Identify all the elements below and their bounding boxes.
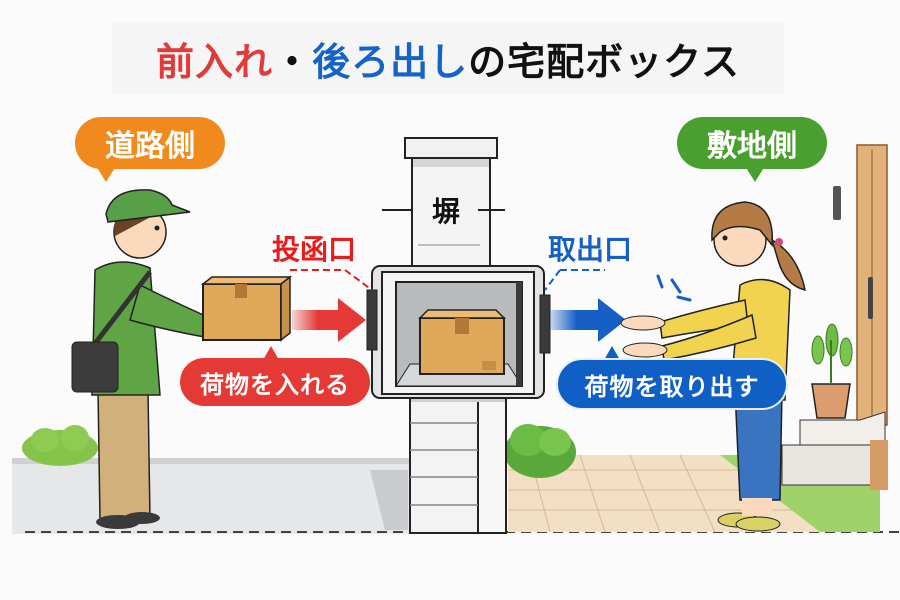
bush-center bbox=[504, 424, 576, 478]
bush-left bbox=[22, 425, 98, 466]
road-side-label: 道路側 bbox=[105, 129, 195, 164]
site-side-bubble: 敷地側 bbox=[677, 117, 827, 169]
wall-pillar bbox=[382, 137, 507, 534]
title-delivery-box: の宅配ボックス bbox=[468, 39, 740, 84]
road-side-bubble: 道路側 bbox=[75, 117, 225, 169]
slot-pointers bbox=[290, 269, 605, 291]
retrieve-arrow bbox=[550, 298, 626, 342]
title-separator: ・ bbox=[273, 39, 313, 84]
delivery-box bbox=[366, 265, 551, 399]
insert-action-label: 荷物を入れる bbox=[200, 370, 350, 399]
retrieve-action-label: 荷物を取り出す bbox=[584, 372, 760, 401]
pill-tail-insert bbox=[263, 346, 279, 360]
bubble-tail-site bbox=[745, 166, 765, 182]
bubble-tail-road bbox=[96, 166, 116, 182]
retrieve-action-pill: 荷物を取り出す bbox=[556, 358, 788, 410]
page-title: 前入れ・後ろ出しの宅配ボックス bbox=[156, 31, 740, 86]
title-banner: 前入れ・後ろ出しの宅配ボックス bbox=[112, 22, 784, 94]
title-back-retrieve: 後ろ出し bbox=[312, 39, 469, 84]
wall-label: 塀 bbox=[432, 195, 461, 228]
retrieve-slot-label: 取出口 bbox=[548, 233, 633, 266]
insert-action-pill: 荷物を入れる bbox=[180, 358, 370, 406]
pill-tail-retrieve bbox=[604, 346, 620, 360]
delivery-person bbox=[71, 189, 293, 529]
house-entrance bbox=[781, 144, 888, 490]
site-side-label: 敷地側 bbox=[707, 129, 797, 164]
insert-arrow bbox=[292, 298, 366, 342]
title-front-insert: 前入れ bbox=[156, 39, 274, 84]
insert-slot-label: 投函口 bbox=[272, 233, 357, 266]
